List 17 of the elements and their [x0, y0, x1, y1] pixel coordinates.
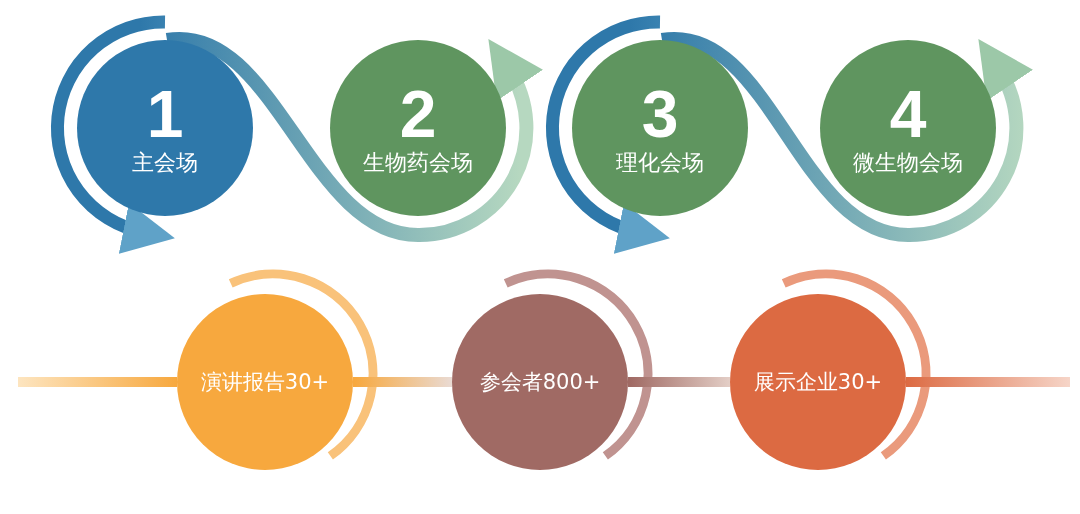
step-number: 3 — [641, 79, 679, 149]
s-curve-arrow — [167, 33, 543, 242]
venue-label: 主会场 — [132, 149, 198, 177]
connector-line — [906, 377, 1070, 387]
stat-label: 展示企业30+ — [753, 369, 883, 396]
s-curve-arrow — [662, 33, 1033, 242]
stat-label: 参会者800+ — [479, 369, 601, 396]
step-number: 4 — [889, 79, 927, 149]
venue-label: 微生物会场 — [853, 149, 963, 177]
venue-label: 理化会场 — [616, 149, 704, 177]
step-number: 2 — [399, 79, 437, 149]
venue-label: 生物药会场 — [363, 149, 473, 177]
connector-line — [628, 377, 730, 387]
connector-line — [353, 377, 452, 387]
step-number: 1 — [146, 79, 184, 149]
stat-label: 演讲报告30+ — [200, 369, 330, 396]
connector-line — [18, 377, 177, 387]
